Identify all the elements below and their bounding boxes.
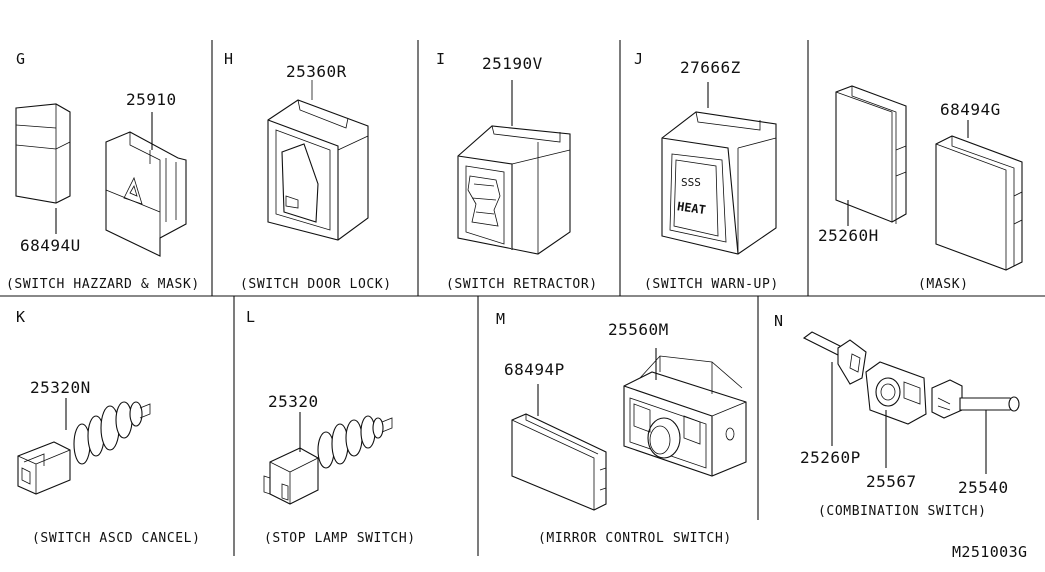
caption-switch-hazzard-mask: (SWITCH HAZZARD & MASK)	[6, 277, 200, 292]
part-number-68494u: 68494U	[20, 236, 81, 255]
part-number-25560m: 25560M	[608, 320, 669, 339]
diagram-reference-code: M251003G	[952, 543, 1028, 561]
panel-dividers	[0, 40, 1045, 556]
caption-stop-lamp-switch: (STOP LAMP SWITCH)	[264, 531, 416, 546]
leader-lines-g	[55, 112, 153, 234]
mirror-control-switch-part	[623, 348, 747, 477]
caption-switch-retractor: (SWITCH RETRACTOR)	[446, 277, 598, 292]
panel-letter-g: G	[16, 50, 26, 68]
panel-letter-i: I	[436, 50, 446, 68]
part-number-25320n: 25320N	[30, 378, 91, 397]
part-number-25910: 25910	[126, 90, 177, 109]
mask-25260h-part	[835, 85, 907, 224]
leader-lines-mask	[847, 120, 969, 226]
stop-lamp-switch-part	[263, 412, 393, 505]
hazard-mask-part	[15, 103, 71, 204]
door-lock-switch-part	[267, 80, 369, 241]
caption-combination-switch: (COMBINATION SWITCH)	[818, 504, 987, 519]
retractor-switch-part	[457, 80, 571, 255]
caption-mirror-control-switch: (MIRROR CONTROL SWITCH)	[538, 531, 732, 546]
warm-up-heat-text: HEAT	[676, 199, 707, 217]
panel-letter-h: H	[224, 50, 234, 68]
caption-switch-door-lock: (SWITCH DOOR LOCK)	[240, 277, 392, 292]
part-number-25190v: 25190V	[482, 54, 543, 73]
part-number-68494g: 68494G	[940, 100, 1001, 119]
hazard-switch-part	[105, 131, 187, 257]
combination-switch-25567-part	[865, 361, 927, 468]
mask-68494g-part	[935, 135, 1023, 271]
ascd-cancel-switch-part	[17, 398, 151, 495]
warm-up-switch-part	[661, 82, 777, 255]
caption-mask: (MASK)	[918, 277, 969, 292]
mirror-mask-68494p-part	[511, 384, 607, 511]
panel-letter-j: J	[634, 50, 644, 68]
combination-switch-25540-part	[931, 379, 1020, 474]
part-number-25260p: 25260P	[800, 448, 861, 467]
combination-switch-25260p-part	[802, 331, 867, 446]
part-number-25320: 25320	[268, 392, 319, 411]
warm-up-symbol-text: SSS	[681, 176, 701, 189]
panel-letter-n: N	[774, 312, 784, 330]
panel-letter-k: K	[16, 308, 26, 326]
part-number-27666z: 27666Z	[680, 58, 741, 77]
panel-letter-m: M	[496, 310, 506, 328]
caption-switch-warn-up: (SWITCH WARN-UP)	[644, 277, 779, 292]
part-number-25567: 25567	[866, 472, 917, 491]
part-number-68494p: 68494P	[504, 360, 565, 379]
caption-switch-ascd-cancel: (SWITCH ASCD CANCEL)	[32, 531, 201, 546]
part-number-25360r: 25360R	[286, 62, 347, 81]
panel-letter-l: L	[246, 308, 256, 326]
part-number-25260h: 25260H	[818, 226, 879, 245]
part-number-25540: 25540	[958, 478, 1009, 497]
